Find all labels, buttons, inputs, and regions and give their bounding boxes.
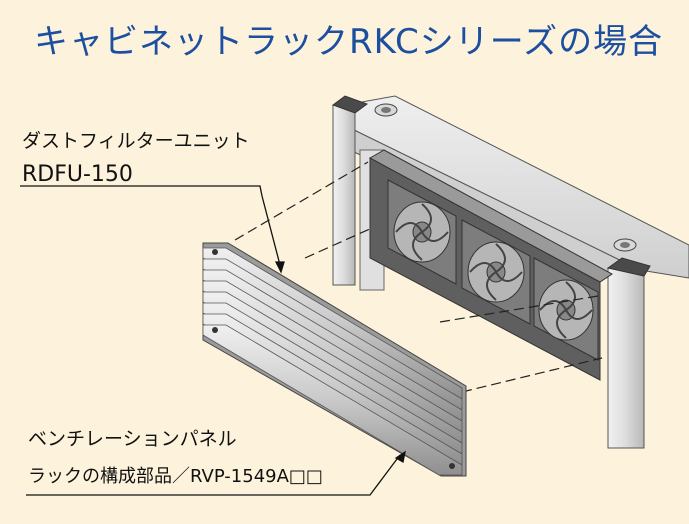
alignment-lines (234, 161, 603, 393)
front-post (607, 267, 645, 449)
fan-2 (461, 219, 531, 325)
fan-housing-top (368, 149, 613, 283)
fan-unit (368, 149, 613, 381)
leader-lines (20, 185, 406, 496)
front-post-cap (606, 257, 651, 277)
ventilation-panel-code: ラックの構成部品／RVP-1549A□□ (28, 466, 323, 487)
dash-line-mid (304, 227, 373, 259)
dash-line-right-top (439, 295, 599, 323)
dust-filter-unit-code: RDFU-150 (22, 162, 133, 187)
back-post-cap (331, 95, 369, 114)
ventilation-panel (202, 242, 467, 477)
page-title: キャビネットラックRKCシリーズの場合 (34, 22, 664, 62)
dust-filter-unit-label: ダストフィルターユニット (22, 130, 250, 152)
ventilation-panel-label: ベンチレーションパネル (28, 428, 237, 450)
panel-screw-tl (212, 249, 218, 255)
panel-screw-bl (212, 327, 218, 333)
panel-slats (202, 247, 463, 476)
leader-filter (20, 185, 263, 197)
dash-line-top (234, 161, 369, 241)
back-post (332, 104, 356, 286)
fan-1 (387, 179, 457, 285)
panel-screw-br (449, 463, 455, 469)
leader-panel (26, 454, 401, 496)
dash-line-right-bottom (461, 357, 603, 393)
fan-3 (533, 257, 599, 361)
